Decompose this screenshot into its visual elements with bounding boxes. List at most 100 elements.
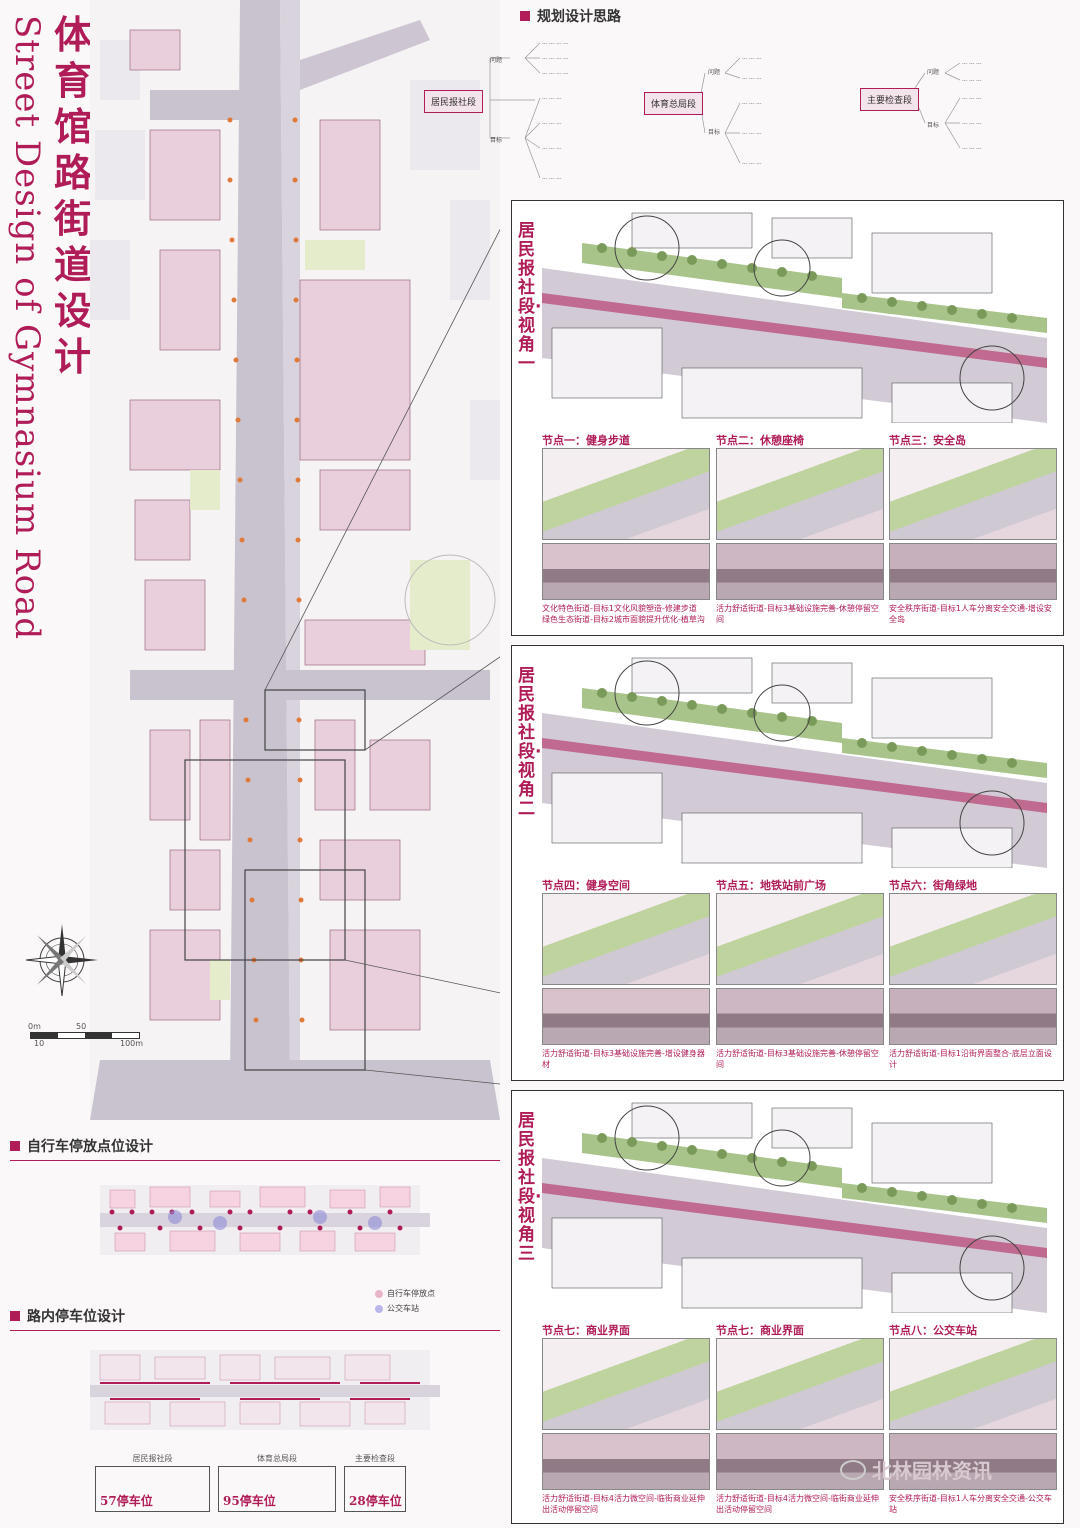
wechat-icon — [840, 1459, 866, 1480]
view-2-render-2 — [716, 893, 884, 985]
view-1-caption-2: 活力舒适街道-目标3基础设施完善-休憩停留空间 — [716, 604, 879, 624]
view-1-photo-3 — [889, 543, 1057, 600]
view-1-caption-3: 安全秩序街道-目标1人车分离安全交通-增设安全岛 — [889, 604, 1052, 624]
parking-segment-1-name: 居民报社段 — [132, 1454, 173, 1463]
site-plan-map — [90, 0, 500, 1120]
scale-label-0: 0m — [28, 1022, 41, 1031]
mindmap-segment-3: 主要检查段 — [860, 88, 920, 111]
view-title-3: 居民报社段·视角三 — [518, 1111, 542, 1264]
square-bullet-icon — [520, 11, 530, 21]
view-2-photo-3 — [889, 988, 1057, 1045]
svg-text:--- --- ---: --- --- --- — [962, 78, 982, 84]
square-bullet-icon — [10, 1311, 20, 1321]
view-1-render-1 — [542, 448, 710, 540]
mindmap-branch-2b: 目标 — [708, 129, 721, 136]
svg-text:--- --- ---: --- --- --- — [742, 101, 762, 107]
view-2-caption-3: 活力舒适街道-目标1沿街界面整合-底层立面设计 — [889, 1049, 1052, 1069]
svg-text:--- --- --- ---: --- --- --- --- — [542, 56, 569, 62]
mindmap-branch-3a: 问题 — [927, 69, 940, 76]
view-1-render-3 — [889, 448, 1057, 540]
scale-label-50: 50 — [76, 1022, 87, 1031]
view-2-node-label-2: 节点五：地铁站前广场 — [716, 879, 826, 892]
bike-legend-1: 自行车停放点 — [375, 1288, 435, 1299]
bike-point-icon — [375, 1289, 383, 1298]
parking-segment-1-count: 57停车位 — [100, 1494, 153, 1508]
svg-text:--- --- --- ---: --- --- --- --- — [542, 71, 569, 77]
view-1-photo-2 — [716, 543, 884, 600]
mindmap-segment-1: 居民报社段 — [424, 90, 484, 113]
parking-heading: 路内停车位设计 — [10, 1306, 500, 1331]
svg-text:--- --- ---: --- --- --- — [742, 161, 762, 167]
bike-heading: 自行车停放点位设计 — [10, 1136, 500, 1161]
view-3-photo-3 — [889, 1433, 1057, 1490]
mindmap-branch-3b: 目标 — [927, 122, 940, 129]
view-3-render-1 — [542, 1338, 710, 1430]
view-2-node-label-1: 节点四：健身空间 — [542, 879, 630, 892]
view-3-caption-3: 安全秩序街道-目标1人车分离安全交通-公交车站 — [889, 1494, 1052, 1514]
view-perspective-3 — [542, 1098, 1047, 1313]
planning-heading-text: 规划设计思路 — [537, 9, 621, 25]
view-1-photo-1 — [542, 543, 710, 600]
svg-text:--- --- ---: --- --- --- — [742, 76, 762, 82]
bike-legend-label-1: 自行车停放点 — [387, 1289, 435, 1298]
mindmap-branch-1b: 目标 — [490, 137, 503, 144]
scale-label-100: 100m — [120, 1039, 144, 1048]
parking-segment-3: 主要检查段 28停车位 — [344, 1453, 406, 1512]
bike-parking-map — [100, 1185, 430, 1255]
parking-segment-3-name: 主要检查段 — [355, 1454, 395, 1463]
svg-text:--- --- ---: --- --- --- — [962, 96, 982, 102]
view-2-render-1 — [542, 893, 710, 985]
parking-segment-3-count: 28停车位 — [349, 1494, 402, 1508]
view-2-caption-2: 活力舒适街道-目标3基础设施完善-休憩停留空间 — [716, 1049, 879, 1069]
view-3-caption-2: 活力舒适街道-目标4活力微空间-临街商业延伸出活动停留空间 — [716, 1494, 879, 1514]
svg-text:--- --- ---: --- --- --- — [742, 131, 762, 137]
view-1-caption-1: 文化特色街道-目标1文化风貌塑造-修建步道 绿色生态街道-目标2城市面貌提升优化… — [542, 604, 705, 624]
parking-heading-text: 路内停车位设计 — [27, 1309, 125, 1325]
view-3-photo-1 — [542, 1433, 710, 1490]
view-1-node-label-2: 节点二：休憩座椅 — [716, 434, 804, 447]
view-perspective-2 — [542, 653, 1047, 868]
view-1-node-label-3: 节点三：安全岛 — [889, 434, 966, 447]
compass-icon — [25, 924, 98, 997]
mindmap-branch-1a: 问题 — [490, 57, 503, 64]
watermark-text: 北林园林资讯 — [872, 1459, 992, 1483]
parking-segment-1: 居民报社段 57停车位 — [95, 1453, 210, 1512]
svg-text:--- --- --- ---: --- --- --- --- — [542, 41, 569, 47]
view-1-node-label-1: 节点一：健身步道 — [542, 434, 630, 447]
view-2-photo-2 — [716, 988, 884, 1045]
square-bullet-icon — [10, 1141, 20, 1151]
view-perspective-1 — [542, 208, 1047, 423]
svg-text:--- --- ---: --- --- --- — [542, 96, 562, 102]
view-title-2: 居民报社段·视角二 — [518, 666, 542, 819]
view-3-render-3 — [889, 1338, 1057, 1430]
view-2-render-3 — [889, 893, 1057, 985]
page-title-en: Street Design of Gymnasium Road — [7, 15, 47, 641]
bike-heading-text: 自行车停放点位设计 — [27, 1139, 153, 1155]
parking-segment-2: 体育总局段 95停车位 — [218, 1453, 336, 1512]
svg-text:--- --- ---: --- --- --- — [742, 56, 762, 62]
view-2-caption-1: 活力舒适街道-目标3基础设施完善-增设健身器材 — [542, 1049, 705, 1069]
view-2-node-label-3: 节点六：街角绿地 — [889, 879, 977, 892]
parking-segment-2-name: 体育总局段 — [257, 1454, 297, 1463]
view-3-node-label-1: 节点七：商业界面 — [542, 1324, 630, 1337]
bike-legend-label-2: 公交车站 — [387, 1304, 419, 1313]
parking-segment-2-count: 95停车位 — [223, 1494, 276, 1508]
svg-text:--- --- ---: --- --- --- — [542, 146, 562, 152]
page-title-cn: 体育馆路街道设计 — [54, 13, 93, 379]
svg-text:--- --- ---: --- --- --- — [962, 121, 982, 127]
watermark: 北林园林资讯 — [840, 1455, 992, 1484]
mindmap-branch-2a: 问题 — [708, 69, 721, 76]
svg-text:--- --- ---: --- --- --- — [542, 176, 562, 182]
street-parking-map — [90, 1350, 440, 1430]
mindmap-segment-2: 体育总局段 — [644, 92, 704, 115]
view-title-1: 居民报社段·视角一 — [518, 221, 542, 374]
svg-text:--- --- ---: --- --- --- — [962, 61, 982, 67]
svg-text:--- --- ---: --- --- --- — [962, 146, 982, 152]
mindmap-lines: --- --- --- --- --- --- --- --- --- --- --… — [489, 41, 982, 182]
view-3-render-2 — [716, 1338, 884, 1430]
view-3-node-label-2: 节点七：商业界面 — [716, 1324, 804, 1337]
bike-legend-2: 公交车站 — [375, 1303, 419, 1314]
view-3-node-label-3: 节点八：公交车站 — [889, 1324, 977, 1337]
svg-text:--- --- ---: --- --- --- — [542, 121, 562, 127]
planning-heading: 规划设计思路 — [520, 6, 621, 26]
